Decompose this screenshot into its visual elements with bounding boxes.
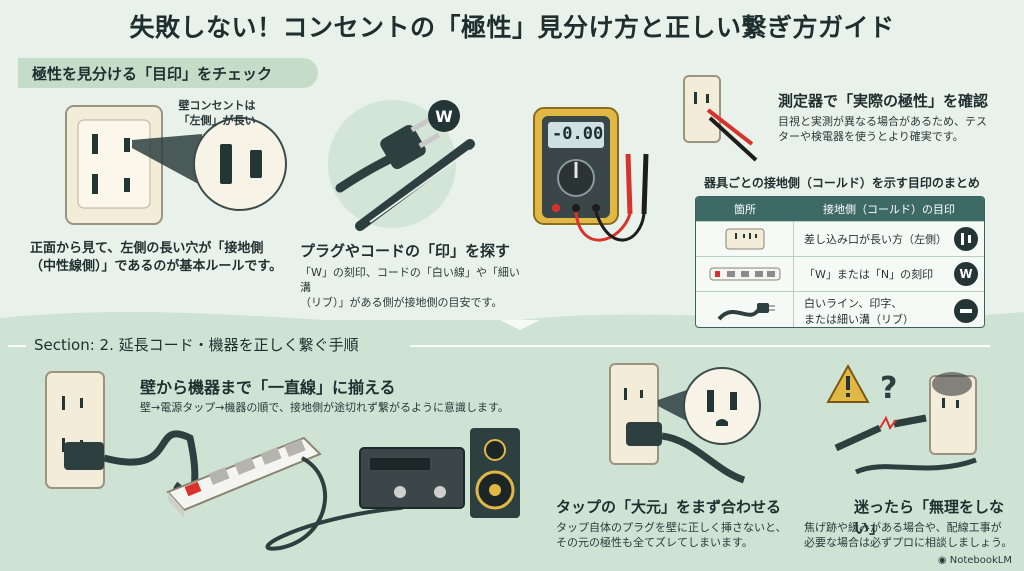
tester-outlet-illustration: [683, 75, 758, 162]
notebooklm-logo: ◉ NotebookLM: [938, 555, 1012, 566]
table-row: 差し込み口が長い方（左側）: [696, 221, 984, 256]
stripe-icon: [954, 298, 978, 323]
step1-description: 壁→電源タップ→機器の順で、接地側が途切れず繋がるように意識します。: [140, 401, 509, 414]
plug-illustration: [328, 100, 475, 231]
table-row: 「W」または「N」の刻印 W: [696, 256, 984, 291]
outlet-desc-line2: （中性線側）」であるのが基本ルールです。: [30, 259, 283, 274]
wall-outlet-illustration: [65, 105, 287, 225]
plug-heading: プラグやコードの「印」を探す: [300, 242, 511, 260]
row-mark-text: 差し込み口が長い方（左側）: [804, 233, 947, 246]
step1-heading: 壁から機器まで「一直線」に揃える: [140, 378, 396, 397]
svg-text:?: ?: [880, 371, 897, 406]
plug-description: 「W」の刻印、コードの「白い線」や「細い溝 （リブ）」がある側が接地側の目安です…: [300, 265, 530, 310]
header-location: 箇所: [734, 203, 756, 216]
notebooklm-label: NotebookLM: [949, 555, 1012, 566]
plug-desc-line2: （リブ）」がある側が接地側の目安です。: [300, 296, 503, 309]
outlet-callout-line1: 壁コンセントは: [178, 99, 256, 112]
table-row: 白いライン、印字、 または細い溝（リブ）: [696, 291, 984, 327]
multimeter-illustration: [533, 107, 649, 242]
outlet-desc-line1: 正面から見て、左側の長い穴が「接地側: [30, 241, 264, 256]
section1-banner: 極性を見分ける「目印」をチェック: [18, 58, 318, 88]
meter-desc-line2: ターや検電器を使うとより確実です。: [778, 130, 964, 143]
warning-illustration: ?: [826, 363, 977, 475]
section2-rule-left: [8, 345, 26, 347]
meter-description: 目視と実測が異なる場合があるため、テス ターや検電器を使うとより確実です。: [778, 114, 1008, 144]
outlet-plug-closeup-illustration: [609, 363, 761, 484]
summary-table-header: 箇所 接地側（コールド）の目印: [696, 197, 984, 221]
outlet-callout: 壁コンセントは 「左側」が長い: [172, 98, 262, 128]
cord-thumbnail: [696, 292, 794, 327]
summary-heading: 器具ごとの接地側（コールド）を示す目印のまとめ: [704, 176, 980, 190]
row-mark-text: 白いライン、印字、 または細い溝（リブ）: [794, 295, 948, 327]
page-title: 失敗しない！コンセントの「極性」見分け方と正しい繋ぎ方ガイド: [129, 13, 895, 42]
row-mark-text: 「W」または「N」の刻印: [804, 268, 934, 281]
long-slot-icon: [954, 227, 978, 251]
meter-heading: 測定器で「実際の極性」を確認: [778, 92, 989, 110]
chain-connection-illustration: [45, 371, 520, 551]
meter-desc-line1: 目視と実測が異なる場合があるため、テス: [778, 115, 987, 128]
section2-rule: [410, 345, 990, 347]
outlet-description: 正面から見て、左側の長い穴が「接地側 （中性線側）」であるのが基本ルールです。: [30, 240, 310, 276]
row-mark-line2: または細い溝（リブ）: [804, 312, 914, 326]
outlet-callout-line2: 「左側」が長い: [178, 114, 256, 127]
power-strip-thumbnail: [696, 257, 794, 291]
step2-heading: タップの「大元」をまず合わせる: [556, 498, 782, 516]
w-mark-icon: W: [954, 262, 978, 286]
section2-label: Section: 2. 延長コード・機器を正しく繋ぐ手順: [34, 336, 359, 354]
step3-heading: 迷ったら「無理をしない」: [854, 498, 1005, 537]
step3-desc-line1: 焦げ跡や緩みがある場合や、配線工事が: [804, 521, 1002, 534]
summary-table: 箇所 接地側（コールド）の目印 差し込み口が長い方（左側） 「W」または「N」の…: [695, 196, 985, 328]
step2-description: タップ自体のプラグを壁に正しく挿さないと、 その元の極性も全てズレてしまいます。: [556, 520, 796, 550]
meter-display: -0.00: [552, 124, 604, 144]
plug-desc-line1: 「W」の刻印、コードの「白い線」や「細い溝: [300, 266, 520, 294]
row-mark-line1: 白いライン、印字、: [804, 296, 903, 310]
outlet-thumbnail: [696, 222, 794, 256]
notebooklm-icon: ◉: [937, 555, 950, 566]
step2-desc-line2: その元の極性も全てズレてしまいます。: [556, 536, 753, 549]
header-mark: 接地側（コールド）の目印: [823, 203, 955, 216]
step3-desc-line2: 必要な場合は必ずプロに相談しましょう。: [804, 536, 1013, 549]
w-mark-icon: W: [428, 100, 460, 132]
step2-desc-line1: タップ自体のプラグを壁に正しく挿さないと、: [556, 521, 787, 534]
step3-description: 焦げ跡や緩みがある場合や、配線工事が 必要な場合は必ずプロに相談しましょう。: [804, 520, 1024, 550]
